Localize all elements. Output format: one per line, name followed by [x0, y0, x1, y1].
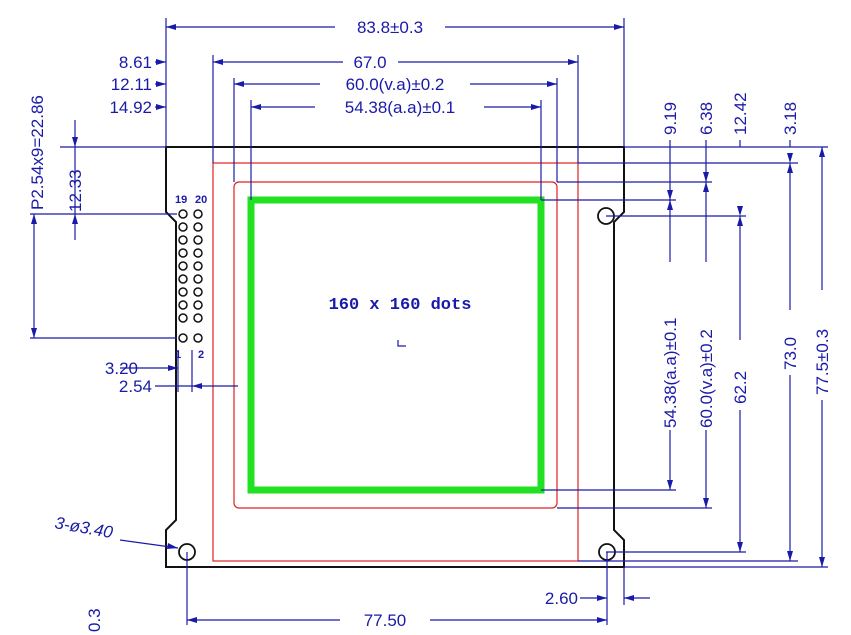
pin-19-label: 19	[175, 194, 187, 206]
dim-hole-right-offset: 2.60	[545, 589, 578, 608]
dim-hole-spacing-vertical: 62.2	[731, 371, 750, 404]
dim-partial-dimension: 0.3	[85, 608, 104, 632]
right-dimension-lines	[541, 140, 828, 568]
dim-view-area-height: 60.0(v.a)±0.2	[697, 329, 716, 428]
dim-left-bezel-offset: 8.61	[119, 53, 152, 72]
bottom-dimension-lines	[119, 539, 650, 625]
dim-mounting-holes: 3-ø3.40	[53, 513, 115, 542]
center-mark	[397, 340, 406, 347]
dim-pin-row-pitch: 2.54	[119, 377, 152, 396]
active-area	[247, 196, 545, 494]
dim-left-aa-offset: 14.92	[109, 98, 152, 117]
left-dimension-lines	[30, 120, 238, 392]
dim-left-va-offset: 12.11	[111, 75, 152, 94]
dim-active-area-height: 54.38(a.a)±0.1	[661, 318, 680, 428]
pin-20-label: 20	[195, 194, 207, 206]
dim-hole-top-offset: 12.42	[731, 92, 750, 135]
dim-pin-pitch: P2.54x9=22.86	[28, 95, 47, 210]
view-area-outline	[233, 181, 558, 509]
dim-bezel-width: 67.0	[353, 53, 386, 72]
bezel-outline	[212, 162, 579, 562]
dim-pin-top-offset: 12.33	[66, 169, 85, 212]
dim-view-area-width: 60.0(v.a)±0.2	[346, 75, 445, 94]
top-dimension-lines	[155, 18, 625, 200]
dim-overall-width: 83.8±0.3	[357, 18, 423, 37]
dim-pin-x-offset: 3.20	[105, 359, 138, 378]
dim-bezel-height: 73.0	[781, 337, 800, 370]
dimension-arrowheads	[31, 24, 825, 623]
dim-top-aa-offset: 9.19	[661, 102, 680, 135]
pin-2-label: 2	[198, 349, 204, 361]
resolution-label: 160 x 160 dots	[329, 296, 472, 315]
dim-top-va-offset: 6.38	[697, 102, 716, 135]
dim-hole-spacing-horizontal: 77.50	[364, 611, 407, 630]
dim-overall-height: 77.5±0.3	[813, 329, 832, 395]
dim-active-area-width: 54.38(a.a)±0.1	[345, 98, 455, 117]
dim-top-bezel-offset: 3.18	[781, 102, 800, 135]
pin-header	[178, 209, 203, 343]
